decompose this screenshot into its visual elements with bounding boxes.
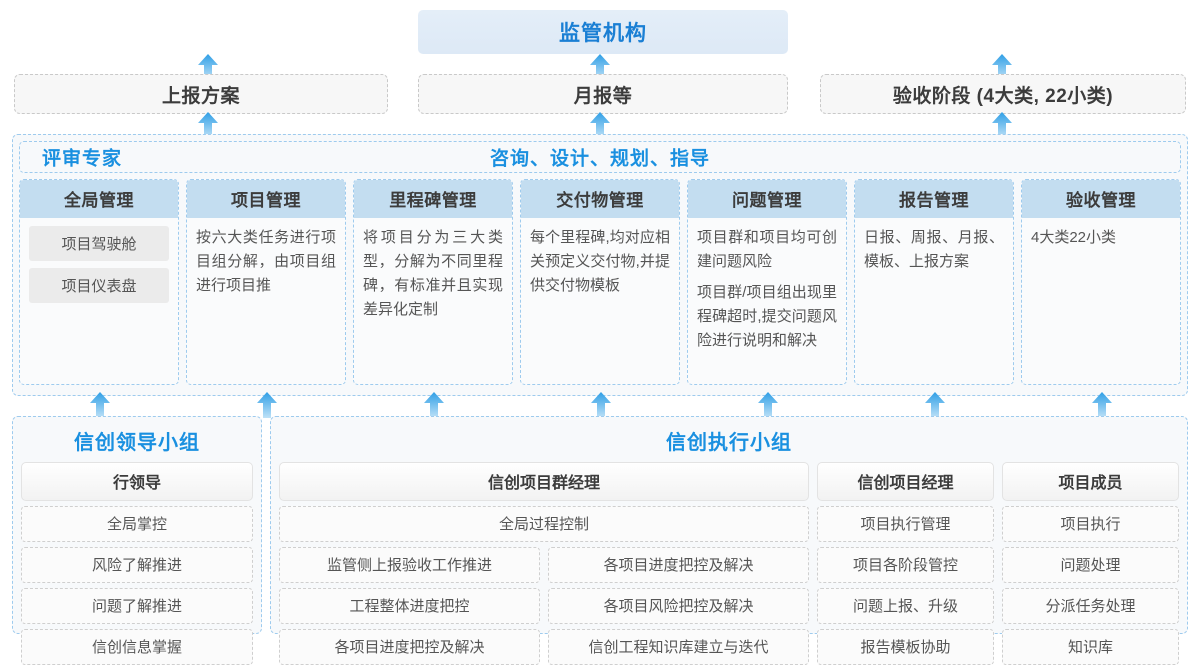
review-expert-label: 评审专家 (42, 148, 123, 170)
column-body: 每个里程碑,均对应相关预定义交付物,并提供交付物模板 (521, 218, 679, 384)
task-item[interactable]: 各项目进度把控及解决 (548, 547, 809, 583)
group-title: 信创执行小组 (666, 432, 792, 454)
column-title: 问题管理 (688, 180, 846, 218)
task-item[interactable]: 问题处理 (1002, 547, 1179, 583)
group-title: 信创领导小组 (74, 432, 200, 454)
column-paragraph: 项目群/项目组出现里程碑超时,提交问题风险进行说明和解决 (697, 284, 837, 349)
task-item[interactable]: 项目执行管理 (817, 506, 994, 542)
role-header[interactable]: 项目成员 (1002, 462, 1179, 501)
column-title: 全局管理 (20, 180, 178, 218)
column-paragraph: 项目群和项目均可创建问题风险 (697, 229, 837, 270)
program-manager-task-columns: 监管侧上报验收工作推进 工程整体进度把控 各项目进度把控及解决 各项目进度把控及… (279, 542, 809, 665)
task-item[interactable]: 工程整体进度把控 (279, 588, 540, 624)
deliverable-box-1: 月报等 (418, 74, 788, 114)
arrow-up-icon (89, 392, 111, 418)
org-responsibility-diagram: 监管机构 上报方案 月报等 验收阶段 (4大类, 22小类) 评审专家 咨询、设… (0, 10, 1200, 665)
column-title: 验收管理 (1022, 180, 1180, 218)
task-item[interactable]: 报告模板协助 (817, 629, 994, 665)
task-item[interactable]: 信创工程知识库建立与迭代 (548, 629, 809, 665)
column-paragraph: 将项目分为三大类型，分解为不同里程碑，有标准并且实现差异化定制 (363, 229, 503, 318)
platform-panel-header: 评审专家 咨询、设计、规划、指导 (19, 141, 1181, 173)
project-members-block: 项目成员 项目执行 问题处理 分派任务处理 知识库 (1002, 462, 1179, 665)
arrow-up-icon (589, 54, 611, 80)
column-title: 报告管理 (855, 180, 1013, 218)
leadership-group-panel: 信创领导小组 行领导 全局掌控 风险了解推进 问题了解推进 信创信息掌握 (12, 416, 262, 665)
program-manager-block: 信创项目群经理 全局过程控制 监管侧上报验收工作推进 工程整体进度把控 各项目进… (279, 462, 809, 665)
deliverables-row: 上报方案 月报等 验收阶段 (4大类, 22小类) (0, 74, 1200, 114)
arrow-up-icon (924, 392, 946, 418)
task-item[interactable]: 各项目风险把控及解决 (548, 588, 809, 624)
capability-column-issue[interactable]: 问题管理 项目群和项目均可创建问题风险 项目群/项目组出现里程碑超时,提交问题风… (687, 179, 847, 385)
column-body: 4大类22小类 (1022, 218, 1180, 384)
task-item[interactable]: 分派任务处理 (1002, 588, 1179, 624)
platform-panel: 评审专家 咨询、设计、规划、指导 全局管理 项目驾驶舱 项目仪表盘 项目管理 按… (12, 134, 1188, 396)
list-item[interactable]: 项目驾驶舱 (29, 226, 169, 261)
column-body: 项目群和项目均可创建问题风险 项目群/项目组出现里程碑超时,提交问题风险进行说明… (688, 218, 846, 384)
role-header[interactable]: 信创项目经理 (817, 462, 994, 501)
column-title: 交付物管理 (521, 180, 679, 218)
authority-box: 监管机构 (418, 10, 788, 54)
execution-group-panel: 信创执行小组 信创项目群经理 全局过程控制 监管侧上报验收工作推进 工程整体进度… (270, 416, 1188, 665)
arrow-up-icon (197, 54, 219, 80)
task-item[interactable]: 项目各阶段管控 (817, 547, 994, 583)
task-item[interactable]: 全局过程控制 (279, 506, 809, 542)
capability-column-project[interactable]: 项目管理 按六大类任务进行项目组分解，由项目组进行项目推 (186, 179, 346, 385)
project-manager-block: 信创项目经理 项目执行管理 项目各阶段管控 问题上报、升级 报告模板协助 (817, 462, 994, 665)
column-title: 里程碑管理 (354, 180, 512, 218)
list-item[interactable]: 项目仪表盘 (29, 268, 169, 303)
capability-column-global[interactable]: 全局管理 项目驾驶舱 项目仪表盘 (19, 179, 179, 385)
capability-column-acceptance[interactable]: 验收管理 4大类22小类 (1021, 179, 1181, 385)
consulting-label: 咨询、设计、规划、指导 (489, 148, 710, 170)
task-item[interactable]: 项目执行 (1002, 506, 1179, 542)
capability-column-deliverable[interactable]: 交付物管理 每个里程碑,均对应相关预定义交付物,并提供交付物模板 (520, 179, 680, 385)
execution-roles-row: 信创项目群经理 全局过程控制 监管侧上报验收工作推进 工程整体进度把控 各项目进… (279, 462, 1179, 665)
deliverable-label: 月报等 (573, 85, 633, 107)
task-item[interactable]: 全局掌控 (21, 506, 253, 542)
column-title: 项目管理 (187, 180, 345, 218)
task-item[interactable]: 信创信息掌握 (21, 629, 253, 665)
task-item[interactable]: 各项目进度把控及解决 (279, 629, 540, 665)
role-header[interactable]: 信创项目群经理 (279, 462, 809, 501)
arrow-up-icon (197, 112, 219, 138)
arrow-up-icon (256, 392, 278, 418)
column-body: 项目驾驶舱 项目仪表盘 (20, 218, 178, 384)
arrow-up-icon (590, 392, 612, 418)
task-item[interactable]: 知识库 (1002, 629, 1179, 665)
arrow-up-icon (1091, 392, 1113, 418)
capability-column-report[interactable]: 报告管理 日报、周报、月报、模板、上报方案 (854, 179, 1014, 385)
deliverable-box-0: 上报方案 (14, 74, 388, 114)
task-item[interactable]: 风险了解推进 (21, 547, 253, 583)
program-manager-tasks-right: 各项目进度把控及解决 各项目风险把控及解决 信创工程知识库建立与迭代 (548, 542, 809, 665)
arrow-up-icon (991, 54, 1013, 80)
authority-label: 监管机构 (559, 22, 647, 45)
column-body: 日报、周报、月报、模板、上报方案 (855, 218, 1013, 384)
arrow-up-icon (423, 392, 445, 418)
task-item[interactable]: 问题上报、升级 (817, 588, 994, 624)
column-body: 按六大类任务进行项目组分解，由项目组进行项目推 (187, 218, 345, 384)
deliverable-box-2: 验收阶段 (4大类, 22小类) (820, 74, 1186, 114)
column-paragraph: 日报、周报、月报、模板、上报方案 (864, 229, 1004, 270)
deliverable-label: 上报方案 (161, 85, 240, 107)
capability-column-milestone[interactable]: 里程碑管理 将项目分为三大类型，分解为不同里程碑，有标准并且实现差异化定制 (353, 179, 513, 385)
deliverable-label: 验收阶段 (4大类, 22小类) (892, 85, 1114, 107)
role-header[interactable]: 行领导 (21, 462, 253, 501)
arrow-up-icon (589, 112, 611, 138)
column-paragraph: 4大类22小类 (1031, 229, 1117, 246)
column-paragraph: 按六大类任务进行项目组分解，由项目组进行项目推 (196, 229, 336, 294)
program-manager-tasks-left: 监管侧上报验收工作推进 工程整体进度把控 各项目进度把控及解决 (279, 542, 540, 665)
capability-columns: 全局管理 项目驾驶舱 项目仪表盘 项目管理 按六大类任务进行项目组分解，由项目组… (19, 179, 1181, 385)
arrow-up-icon (991, 112, 1013, 138)
task-item[interactable]: 监管侧上报验收工作推进 (279, 547, 540, 583)
column-paragraph: 每个里程碑,均对应相关预定义交付物,并提供交付物模板 (530, 229, 670, 294)
arrow-up-icon (757, 392, 779, 418)
task-item[interactable]: 问题了解推进 (21, 588, 253, 624)
column-body: 将项目分为三大类型，分解为不同里程碑，有标准并且实现差异化定制 (354, 218, 512, 384)
